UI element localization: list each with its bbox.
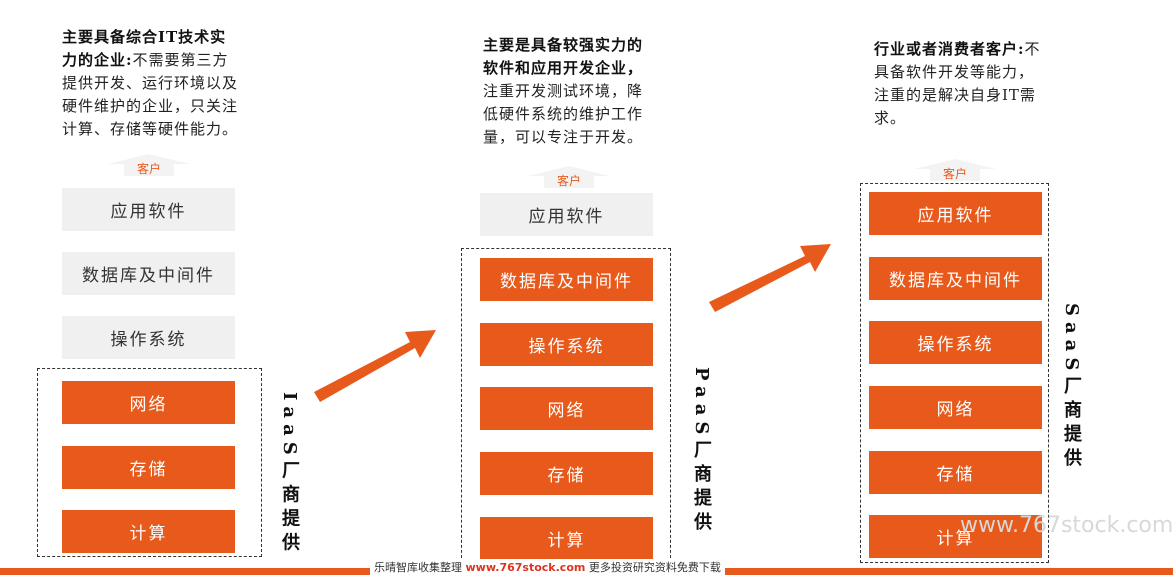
saas-layer-application: 应用软件 (869, 192, 1042, 235)
iaas-layer-database-middleware: 数据库及中间件 (62, 252, 235, 295)
paas-customer-label: 客户 (556, 174, 581, 188)
paas-layer-storage: 存储 (480, 452, 653, 495)
iaas-layer-storage: 存储 (62, 446, 235, 489)
footer-site-link[interactable]: www.767stock.com (465, 561, 586, 574)
paas-layer-compute: 计算 (480, 517, 653, 560)
saas-provider-label: SaaS厂商提供 (1061, 303, 1082, 473)
saas-customer-description: 行业或者消费者客户:不具备软件开发等能力，注重的是解决自身IT需求。 (874, 38, 1046, 130)
paas-layer-network: 网络 (480, 387, 653, 430)
footer-prefix: 乐晴智库收集整理 (374, 561, 462, 574)
iaas-desc-text: 不需要第三方提供开发、运行环境以及硬件维护的企业，只关注计算、存储等硬件能力。 (62, 51, 239, 138)
iaas-customer-description: 主要具备综合IT技术实力的企业:不需要第三方提供开发、运行环境以及硬件维护的企业… (62, 26, 242, 141)
paas-layer-os: 操作系统 (480, 323, 653, 366)
saas-desc-bold: 行业或者消费者客户: (874, 40, 1025, 58)
iaas-layer-compute: 计算 (62, 510, 235, 553)
saas-layer-os: 操作系统 (869, 321, 1042, 364)
iaas-provider-label: IaaS厂商提供 (279, 392, 300, 557)
saas-layer-network: 网络 (869, 386, 1042, 429)
transition-arrow-icon (314, 330, 436, 402)
saas-provided-region (860, 183, 1049, 563)
paas-customer-arrow: 客户 (528, 166, 610, 188)
up-arrow-icon (108, 154, 190, 176)
saas-desc-text: 不具备软件开发等能力，注重的是解决自身IT需求。 (874, 40, 1041, 127)
paas-layer-application: 应用软件 (480, 193, 653, 236)
paas-provider-label: PaaS厂商提供 (691, 367, 712, 537)
saas-customer-label: 客户 (942, 167, 967, 181)
iaas-layer-network: 网络 (62, 381, 235, 424)
saas-layer-compute: 计算 (869, 515, 1042, 558)
up-arrow-icon (528, 166, 610, 188)
saas-layer-database-middleware: 数据库及中间件 (869, 257, 1042, 300)
iaas-desc-bold: 主要具备综合IT技术实力的企业: (62, 28, 227, 69)
transition-arrow-icon (709, 244, 831, 312)
up-arrow-icon (914, 159, 996, 181)
saas-layer-storage: 存储 (869, 451, 1042, 494)
paas-desc-text: 注重开发测试环境，降低硬件系统的维护工作量，可以专注于开发。 (483, 82, 644, 146)
iaas-layer-application: 应用软件 (62, 188, 235, 231)
paas-desc-bold: 主要是具备较强实力的软件和应用开发企业， (483, 36, 644, 77)
saas-customer-arrow: 客户 (914, 159, 996, 181)
footer-suffix: 更多投资研究资料免费下载 (588, 561, 721, 574)
iaas-provided-region (37, 368, 262, 557)
watermark: www.767stock.com (960, 513, 1173, 538)
iaas-customer-label: 客户 (136, 162, 161, 176)
iaas-layer-os: 操作系统 (62, 316, 235, 359)
footer-note: 乐晴智库收集整理 www.767stock.com 更多投资研究资料免费下载 (370, 559, 725, 575)
paas-layer-database-middleware: 数据库及中间件 (480, 258, 653, 301)
iaas-customer-arrow: 客户 (108, 154, 190, 176)
paas-customer-description: 主要是具备较强实力的软件和应用开发企业， 注重开发测试环境，降低硬件系统的维护工作… (483, 34, 653, 149)
